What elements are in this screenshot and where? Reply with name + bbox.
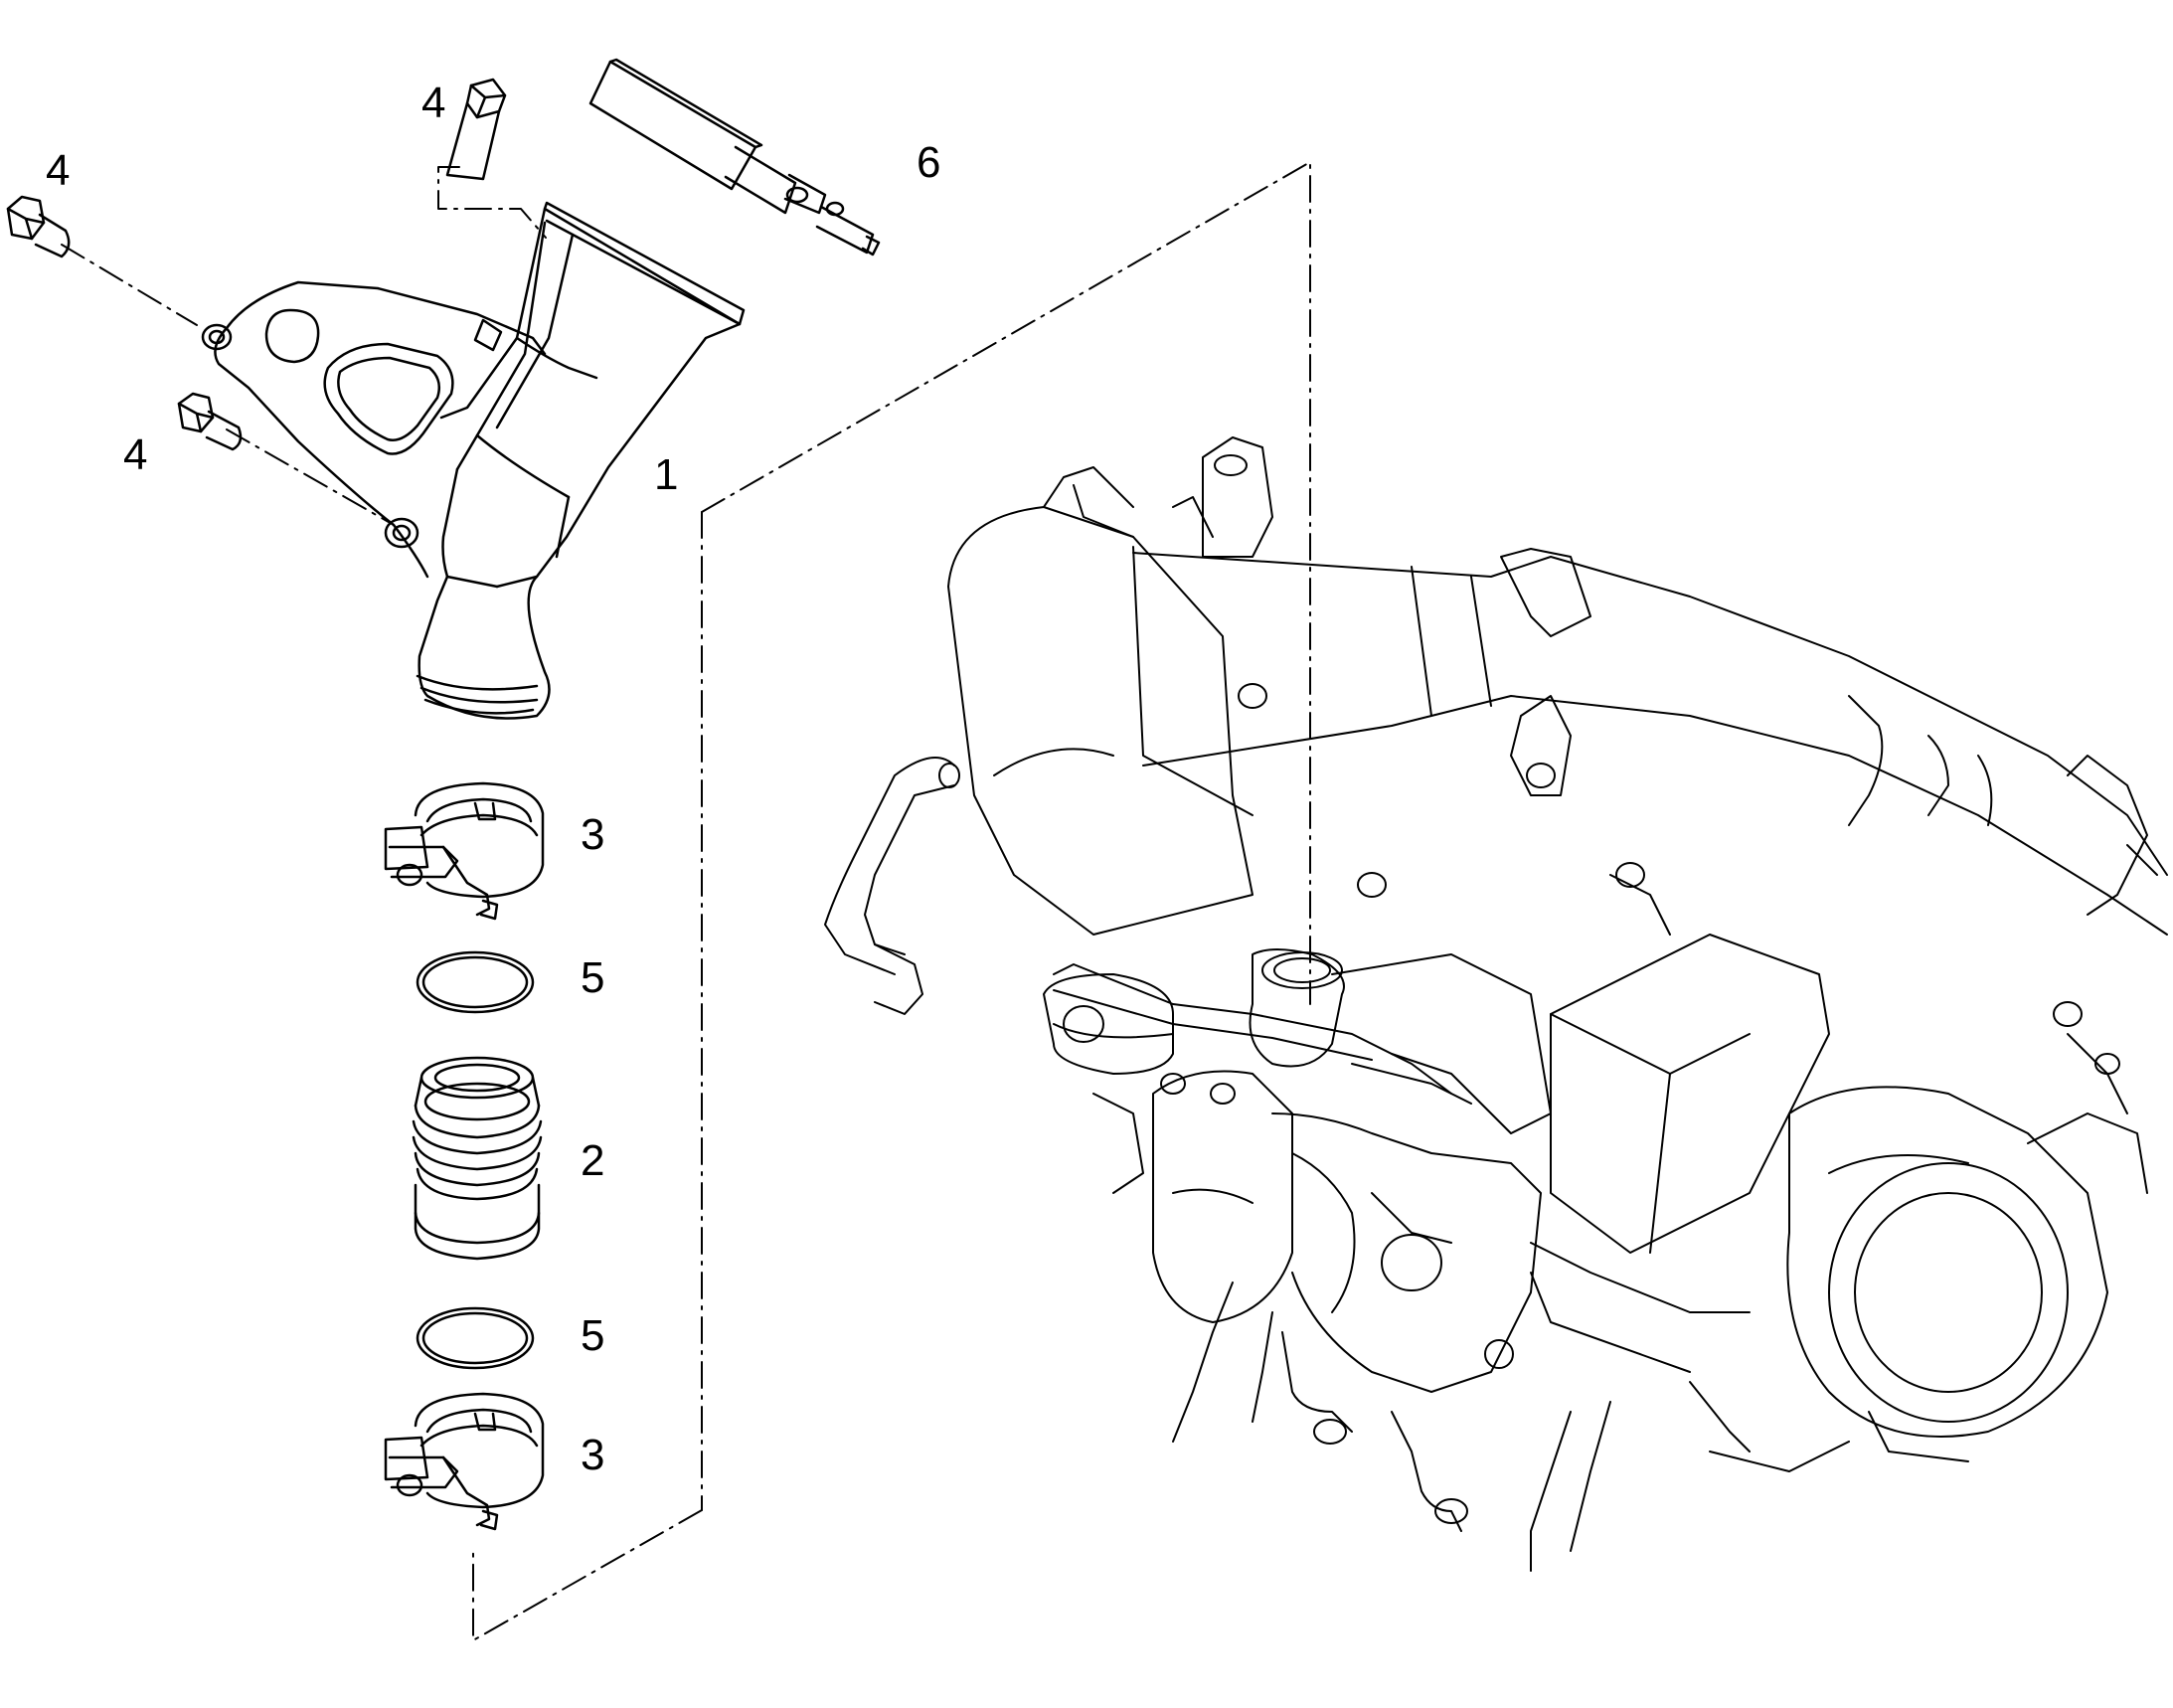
callout-bolt-top: 4 [421,79,446,127]
bolt-left [6,195,71,258]
bolt-middle [177,392,243,451]
callout-rubber-sleeve: 2 [581,1136,605,1185]
sensor [588,58,881,256]
callout-intake-elbow: 1 [654,450,679,499]
oring-top [416,950,535,1014]
clamp-bottom [384,1392,545,1531]
bolt-top [445,78,507,181]
callout-oring-top: 5 [581,953,605,1002]
callout-bolt-middle: 4 [123,430,148,479]
callout-sensor: 6 [917,138,941,187]
leader-lines [61,161,1311,1641]
rubber-sleeve [412,1056,543,1261]
intake-elbow [201,201,746,720]
oring-bottom [416,1306,535,1370]
engine-assembly [824,436,2168,1572]
callout-bolt-left: 4 [46,146,71,195]
clamp-top [384,781,545,921]
callout-clamp-top: 3 [581,810,605,859]
callout-oring-bottom: 5 [581,1311,605,1360]
callout-clamp-bottom: 3 [581,1431,605,1479]
